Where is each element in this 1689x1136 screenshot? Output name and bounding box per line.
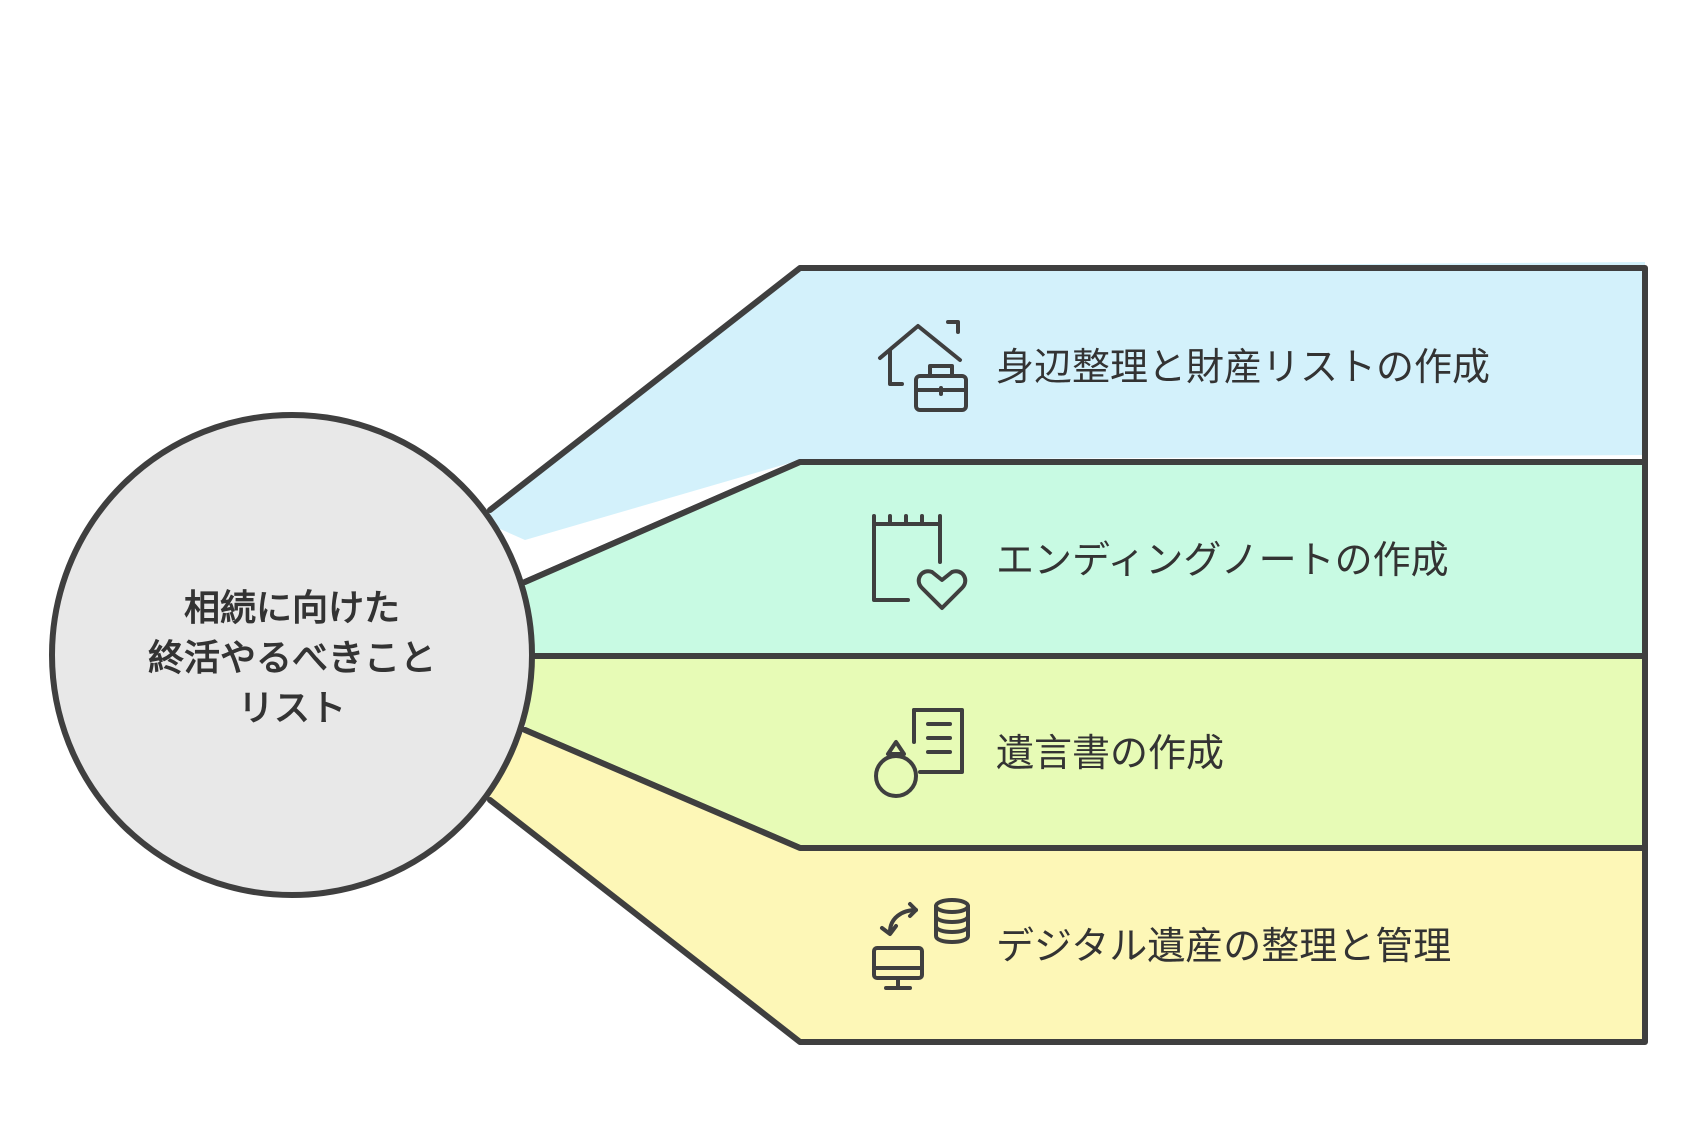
item-label-3: 遺言書の作成	[996, 731, 1224, 775]
band-2-fill	[520, 462, 1645, 656]
band-item-1: 身辺整理と財産リストの作成	[480, 262, 1648, 585]
house-briefcase-icon	[878, 320, 968, 412]
hub-title-line-3: リスト	[238, 688, 346, 729]
band-item-2: エンディングノートの作成	[520, 459, 1648, 659]
hub-node: 相続に向けた 終活やるべきこと リスト	[49, 412, 535, 898]
computer-database-icon	[872, 898, 970, 990]
item-label-2: エンディングノートの作成	[996, 538, 1449, 582]
calendar-heart-icon	[872, 514, 968, 610]
ring-document-icon	[874, 708, 964, 798]
hub-title-line-2: 終活やるべきこと	[148, 638, 436, 679]
hub-circle	[49, 412, 535, 898]
band-4-fill	[480, 730, 1645, 1042]
item-label-4: デジタル遺産の整理と管理	[996, 924, 1451, 968]
band-item-4: デジタル遺産の整理と管理	[480, 727, 1648, 1045]
item-label-1: 身辺整理と財産リストの作成	[996, 345, 1490, 389]
hub-title-line-1: 相続に向けた	[184, 588, 400, 629]
band-1-fill	[480, 262, 1645, 540]
band-3-fill	[525, 656, 1645, 848]
